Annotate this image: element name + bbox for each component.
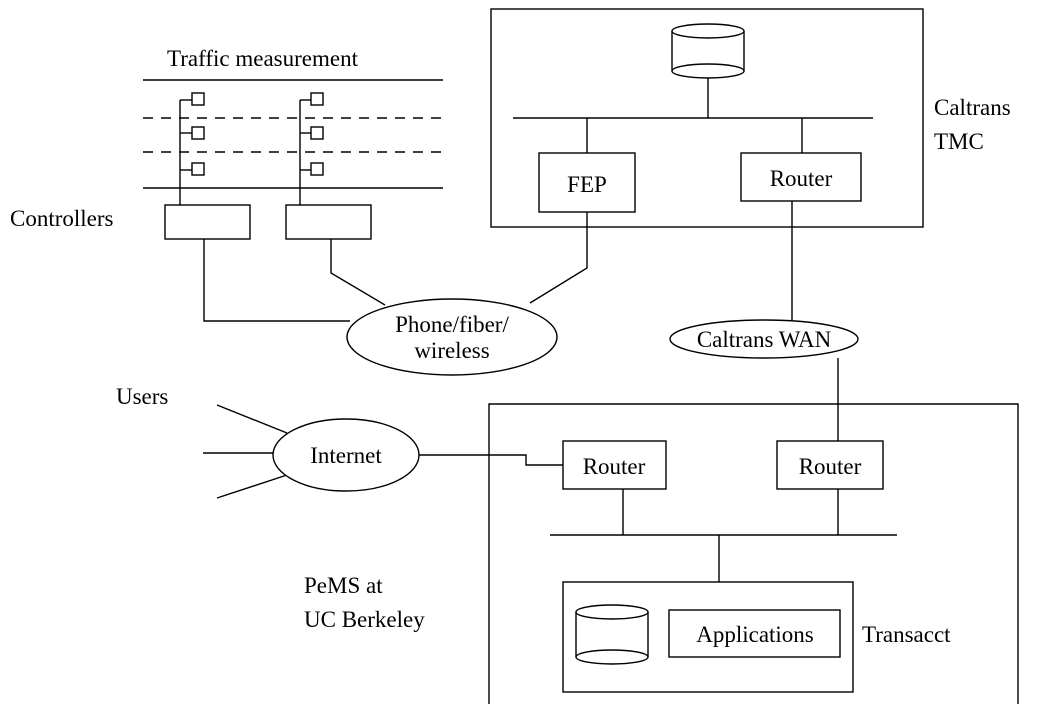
pems-label-line1: PeMS at [304,573,383,598]
link-controller-right-to-phone [330,239,386,306]
link-internet-to-router [419,454,563,466]
pems-router-box-2 [776,440,884,490]
user-line-1 [216,404,288,434]
loop-detector [310,92,324,106]
user-line-3 [216,474,288,499]
tmc-router-label: Router [770,166,833,191]
link-controller-left-to-phone [203,239,350,322]
traffic-measurement-area: Traffic measurement [143,46,443,205]
pems-router-label-2: Router [799,454,862,479]
applications-box [668,609,841,658]
tmc-label-line2: TMC [934,129,984,154]
tmc-router-box [740,152,862,202]
wan-label: Caltrans WAN [697,327,832,352]
loop-detector [191,92,205,106]
fep-box [538,152,636,213]
caltrans-tmc: FEP Router [490,8,924,228]
pems-label-line2: UC Berkeley [304,607,425,632]
loop-detector [310,162,324,176]
tmc-label-line1: Caltrans [934,95,1011,120]
internet-cloud: Internet [272,418,420,492]
phone-fiber-wireless-network: Phone/fiber/ wireless [346,298,558,376]
controller-box-right [285,204,372,240]
phone-label-line2: wireless [414,338,489,363]
loop-detector [191,162,205,176]
traffic-measurement-label: Traffic measurement [167,46,359,71]
fep-label: FEP [567,172,607,197]
loop-detector-group-left [179,92,205,205]
phone-label-line1: Phone/fiber/ [395,312,509,337]
transacct-database-icon [575,604,649,665]
tmc-database-icon [671,23,745,79]
controller-box-left [164,204,251,240]
internet-label: Internet [310,443,382,468]
link-fep-to-phone [529,212,588,304]
loop-detector [310,126,324,140]
loop-detector-group-right [299,92,324,205]
pems-boundary [488,403,1019,704]
pems-uc-berkeley: Router Router Applications [488,403,1019,704]
users-label: Users [116,384,168,409]
caltrans-wan: Caltrans WAN [669,319,859,359]
pems-router-box-1 [562,440,667,490]
controllers-label: Controllers [10,206,114,231]
pems-router-label-1: Router [583,454,646,479]
transacct-label: Transacct [862,622,951,647]
loop-detector [191,126,205,140]
applications-label: Applications [696,622,814,647]
